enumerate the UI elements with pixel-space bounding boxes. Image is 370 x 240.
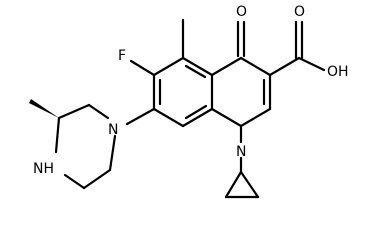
molecule-structure: O OH O F N NH N <box>29 4 349 199</box>
atom-label-hydroxyl: OH <box>327 64 349 80</box>
atom-label-fluorine: F <box>118 48 126 64</box>
bond <box>210 56 243 77</box>
atom-label-nitrogen-quinolone: N <box>236 144 246 160</box>
bond <box>297 56 326 72</box>
bond <box>184 104 208 120</box>
atom-label-nitrogen-piperazine: N <box>108 122 118 138</box>
bond <box>239 56 272 77</box>
bond <box>129 59 156 77</box>
bond <box>57 103 91 120</box>
atom-label-nh-piperazine: NH <box>33 161 54 177</box>
bond <box>63 173 86 190</box>
bond <box>184 64 207 79</box>
stereo-wedge-bond <box>29 99 59 118</box>
bond <box>54 116 61 154</box>
bond <box>181 56 214 77</box>
bond <box>268 56 301 77</box>
bond <box>224 170 243 199</box>
bond <box>210 107 243 128</box>
bond <box>152 56 185 77</box>
bond <box>82 168 112 190</box>
bond <box>181 107 214 128</box>
bond <box>108 134 117 172</box>
atom-label-oxygen-carbonyl: O <box>294 4 305 20</box>
atom-label-oxygen-keto: O <box>236 4 247 20</box>
bond <box>239 107 272 128</box>
bond <box>152 107 185 128</box>
bond <box>87 103 110 120</box>
bond <box>125 107 156 126</box>
bond <box>239 170 260 199</box>
